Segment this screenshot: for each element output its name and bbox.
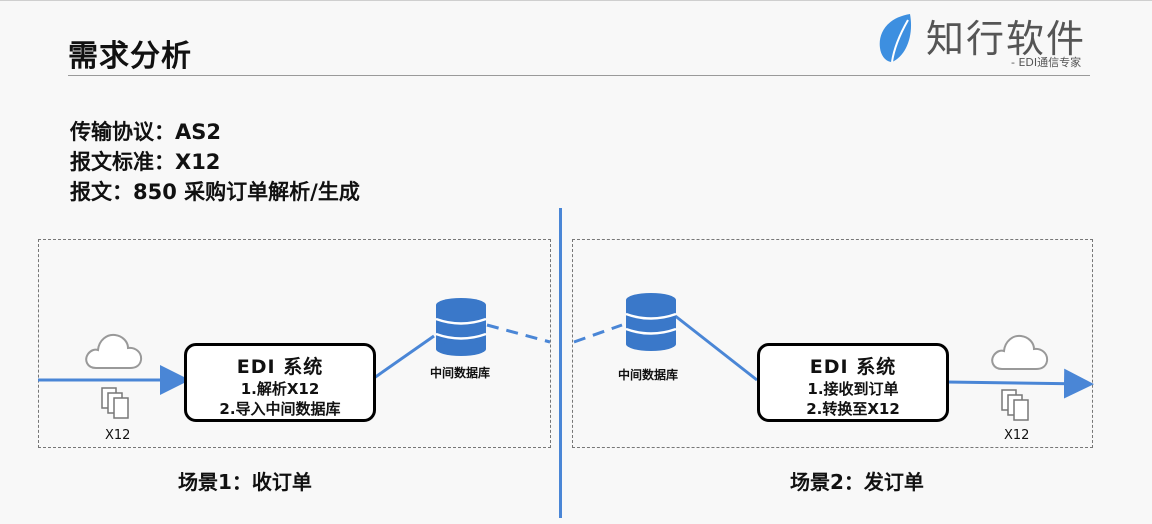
database-icon bbox=[625, 293, 677, 351]
left-db-label: 中间数据库 bbox=[430, 366, 491, 380]
database-icon bbox=[435, 298, 487, 356]
right-system-title: EDI 系统 bbox=[809, 356, 897, 378]
left-edi-system: EDI 系统 1.解析X12 2.导入中间数据库 bbox=[184, 343, 376, 422]
scene1-label: 场景1：收订单 bbox=[178, 470, 312, 494]
right-db-label: 中间数据库 bbox=[618, 368, 679, 382]
documents-icon bbox=[1001, 389, 1029, 421]
title-divider bbox=[68, 75, 1090, 76]
info-standard: 报文标准：X12 bbox=[70, 150, 221, 174]
right-system-step-1: 1.接收到订单 bbox=[807, 380, 899, 398]
system-to-db-line bbox=[373, 334, 435, 380]
leaf-logo-icon bbox=[879, 14, 912, 63]
db-dashed-right bbox=[573, 323, 623, 344]
scene2-label: 场景2：发订单 bbox=[790, 470, 924, 494]
left-file-label: X12 bbox=[105, 428, 131, 443]
top-border bbox=[0, 0, 1152, 1]
outgoing-arrow bbox=[945, 368, 1094, 399]
left-system-title: EDI 系统 bbox=[236, 356, 324, 378]
right-system-step-2: 2.转换至X12 bbox=[806, 400, 900, 418]
info-protocol: 传输协议：AS2 bbox=[70, 120, 221, 144]
documents-icon bbox=[101, 387, 129, 419]
page-title: 需求分析 bbox=[68, 39, 192, 74]
cloud-icon bbox=[991, 334, 1049, 370]
logo-name: 知行软件 bbox=[926, 17, 1087, 61]
scene-divider bbox=[559, 208, 562, 518]
right-file-label: X12 bbox=[1004, 428, 1030, 443]
left-system-step-2: 2.导入中间数据库 bbox=[219, 400, 341, 418]
company-logo: 知行软件 - EDI通信专家 bbox=[876, 8, 1096, 72]
db-to-system-line bbox=[673, 313, 758, 382]
cloud-icon bbox=[85, 333, 143, 369]
scene2-box bbox=[572, 239, 1093, 448]
scene1-box bbox=[38, 239, 551, 448]
left-system-step-1: 1.解析X12 bbox=[240, 380, 320, 398]
db-dashed-left bbox=[486, 323, 551, 344]
logo-tagline: - EDI通信专家 bbox=[1011, 56, 1082, 69]
right-edi-system: EDI 系统 1.接收到订单 2.转换至X12 bbox=[757, 343, 949, 422]
info-message: 报文：850 采购订单解析/生成 bbox=[70, 180, 360, 204]
